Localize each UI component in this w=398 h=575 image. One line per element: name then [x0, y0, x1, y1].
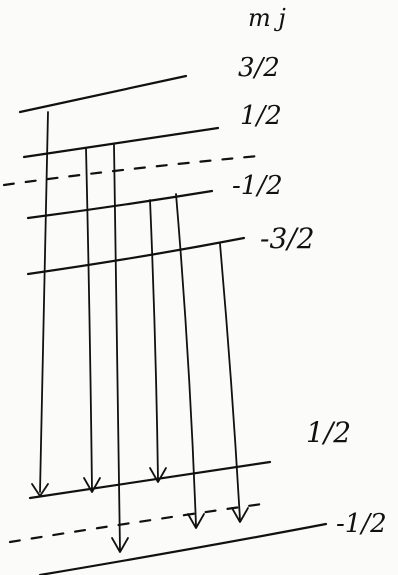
transition-arrow	[83, 147, 101, 493]
upper-level-neg-3-2-line	[26, 236, 246, 276]
upper-label-neg-3-2: -3/2	[260, 222, 315, 255]
transition-arrow	[31, 111, 49, 497]
dashed-center-line-upper	[2, 154, 260, 187]
upper-level-neg-1-2-line	[26, 189, 214, 220]
upper-level-3-2-line	[18, 74, 188, 114]
lower-label-1-2: 1/2	[306, 416, 351, 449]
lower-level-neg-1-2-line	[38, 522, 328, 575]
mj-header-label: m j	[248, 4, 286, 32]
lower-label-neg-1-2: -1/2	[336, 509, 387, 539]
upper-label-neg-1-2: -1/2	[232, 171, 283, 201]
transition-arrow	[111, 144, 129, 553]
transition-arrow	[219, 243, 249, 523]
transition-arrow	[175, 193, 205, 529]
upper-label-1-2: 1/2	[240, 101, 282, 131]
dashed-center-line-lower	[8, 502, 264, 544]
upper-label-3-2: 3/2	[238, 53, 280, 83]
transition-arrow	[149, 199, 167, 483]
upper-level-1-2-line	[22, 126, 220, 159]
lower-level-1-2-line	[28, 460, 272, 500]
